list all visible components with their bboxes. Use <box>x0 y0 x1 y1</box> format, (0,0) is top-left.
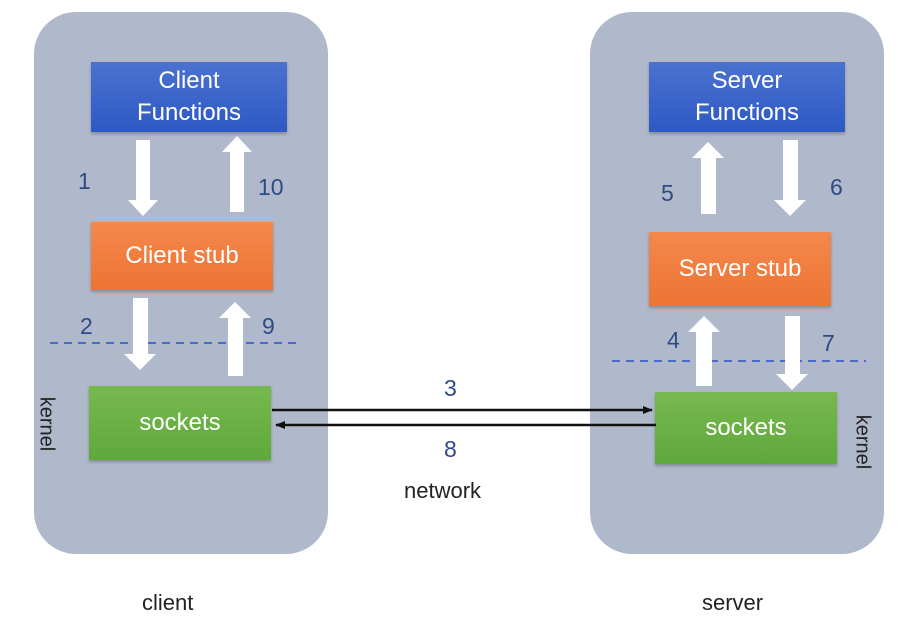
arrow-2-down <box>124 298 156 370</box>
client-functions-box: Client Functions <box>91 62 287 132</box>
client-kernel-label: kernel <box>35 396 58 452</box>
client-sockets-box: sockets <box>89 386 271 460</box>
arrow-7-down <box>776 316 808 390</box>
server-stub-label: Server stub <box>678 255 802 282</box>
server-functions-line1: Server <box>711 67 783 94</box>
step-9-label: 9 <box>262 313 275 339</box>
arrow-5-up <box>692 142 724 214</box>
server-sockets-box: sockets <box>655 392 837 464</box>
step-1-label: 1 <box>78 168 91 194</box>
arrow-9-up <box>219 302 251 376</box>
network-label: network <box>404 478 482 503</box>
server-functions-line2: Functions <box>694 99 800 126</box>
client-functions-line2: Functions <box>136 99 242 126</box>
arrow-6-down <box>774 140 806 216</box>
step-10-label: 10 <box>258 174 284 200</box>
step-2-label: 2 <box>80 313 93 339</box>
step-6-label: 6 <box>830 174 843 200</box>
server-kernel-label: kernel <box>851 414 874 470</box>
arrow-4-up <box>688 316 720 386</box>
step-5-label: 5 <box>661 180 674 206</box>
client-caption: client <box>142 590 194 615</box>
server-stub-box: Server stub <box>649 232 831 306</box>
step-8-label: 8 <box>444 436 457 462</box>
client-sockets-label: sockets <box>139 409 221 436</box>
server-caption: server <box>702 590 764 615</box>
client-functions-line1: Client <box>158 67 220 94</box>
client-stub-box: Client stub <box>91 222 273 290</box>
step-4-label: 4 <box>667 327 680 353</box>
arrow-10-up <box>222 136 252 212</box>
server-functions-box: Server Functions <box>649 62 845 132</box>
step-3-label: 3 <box>444 375 457 401</box>
arrow-1-down <box>128 140 158 216</box>
client-stub-label: Client stub <box>125 242 239 269</box>
server-sockets-label: sockets <box>705 414 787 441</box>
step-7-label: 7 <box>822 330 835 356</box>
